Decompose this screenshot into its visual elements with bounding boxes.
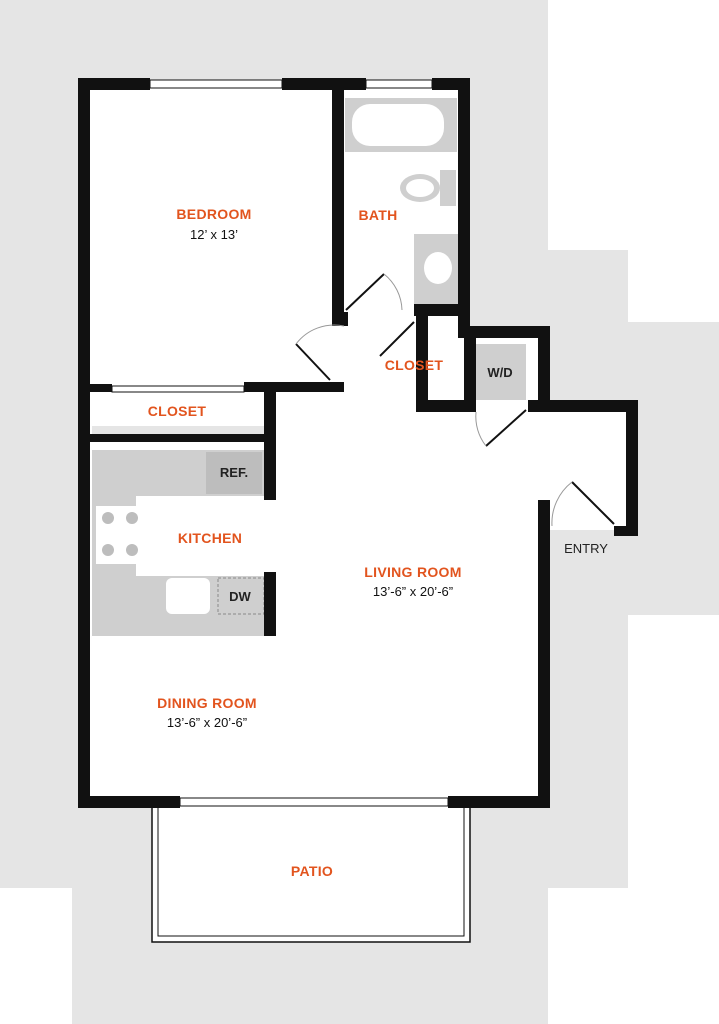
wd-door-swing bbox=[475, 411, 487, 447]
burner bbox=[102, 544, 114, 556]
burner bbox=[102, 512, 114, 524]
bedroom-door-swing bbox=[295, 324, 345, 345]
wall bbox=[78, 78, 150, 90]
entry-label: ENTRY bbox=[564, 541, 608, 556]
dishwasher-label: DW bbox=[229, 589, 251, 604]
window bbox=[179, 797, 449, 807]
wall bbox=[416, 316, 428, 412]
window bbox=[365, 79, 433, 89]
wall bbox=[282, 78, 366, 90]
wall bbox=[332, 312, 348, 326]
wall bbox=[538, 326, 550, 408]
bedroom-closet-label: CLOSET bbox=[148, 403, 207, 419]
bath-closet-label: CLOSET bbox=[385, 357, 444, 373]
closet-door bbox=[379, 321, 415, 357]
wall bbox=[614, 526, 638, 536]
toilet-seat bbox=[406, 179, 434, 197]
wall bbox=[448, 796, 550, 808]
wall bbox=[416, 400, 476, 412]
patio-label: PATIO bbox=[291, 863, 333, 879]
wall bbox=[538, 500, 550, 808]
wall bbox=[626, 400, 638, 536]
bedroom-dims: 12’ x 13’ bbox=[190, 227, 238, 242]
living-room-dims: 13’-6” x 20’-6” bbox=[373, 584, 453, 599]
closet-sliding-door bbox=[111, 385, 245, 393]
burner bbox=[126, 512, 138, 524]
bath-door-swing bbox=[383, 273, 403, 311]
living-room-label: LIVING ROOM bbox=[364, 564, 461, 580]
refrigerator bbox=[206, 452, 262, 494]
dining-room-dims: 13’-6” x 20’-6” bbox=[167, 715, 247, 730]
wall bbox=[86, 384, 112, 392]
refrigerator-label: REF. bbox=[220, 465, 248, 480]
wall bbox=[86, 434, 276, 442]
wd-door bbox=[485, 409, 527, 447]
entry-door bbox=[571, 481, 615, 525]
wall bbox=[464, 336, 476, 412]
bedroom-label: BEDROOM bbox=[176, 206, 251, 222]
kitchen-sink bbox=[166, 578, 210, 614]
burner bbox=[126, 544, 138, 556]
wall bbox=[264, 572, 276, 636]
wall bbox=[78, 78, 90, 808]
entry-door-swing bbox=[551, 481, 573, 527]
wall bbox=[264, 392, 276, 500]
wall bbox=[78, 796, 180, 808]
dishwasher bbox=[217, 577, 265, 615]
sink bbox=[424, 252, 452, 284]
window bbox=[149, 79, 283, 89]
toilet-tank bbox=[440, 170, 456, 206]
patio-area bbox=[151, 799, 471, 943]
wall bbox=[528, 400, 638, 412]
dining-room-label: DINING ROOM bbox=[157, 695, 257, 711]
wall bbox=[458, 78, 470, 330]
wall bbox=[332, 86, 344, 326]
bedroom-closet-shelf bbox=[92, 426, 264, 434]
wall bbox=[244, 382, 344, 392]
bedroom-door bbox=[295, 343, 331, 381]
bath-door bbox=[345, 273, 385, 311]
wall bbox=[414, 304, 470, 316]
wall bbox=[458, 326, 550, 338]
washer-dryer bbox=[474, 344, 526, 400]
bathtub-basin bbox=[352, 104, 444, 146]
bath-label: BATH bbox=[358, 207, 397, 223]
kitchen-label: KITCHEN bbox=[178, 530, 242, 546]
washer-dryer-label: W/D bbox=[487, 365, 512, 380]
